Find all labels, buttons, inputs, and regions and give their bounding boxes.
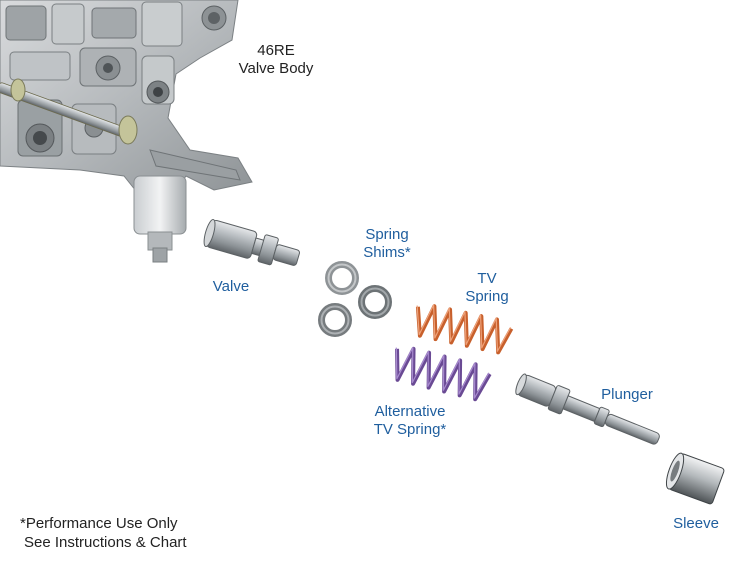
spring-shim-3-image: [318, 303, 352, 337]
spring-shim-2-image: [358, 285, 392, 319]
footnote-line2: See Instructions & Chart: [24, 534, 187, 551]
tv-spring-label-line1: TV: [477, 270, 497, 287]
spring-shim-1-image: [325, 261, 359, 295]
valve-body-label-line2: Valve Body: [238, 60, 314, 77]
tv-spring-label-line2: Spring: [465, 288, 509, 305]
spring-shims-label: Spring Shims*: [352, 226, 422, 262]
tv-spring-image: [415, 304, 514, 355]
alternative-tv-spring-label-line2: TV Spring*: [373, 421, 447, 438]
sleeve-label: Sleeve: [673, 515, 719, 532]
tv-spring-label: TV Spring: [452, 270, 522, 306]
alternative-tv-spring-image: [395, 346, 492, 402]
spring-shims-label-line1: Spring: [365, 226, 409, 243]
plunger-image: [515, 373, 660, 445]
spring-shims-label-line2: Shims*: [363, 244, 411, 261]
valve-label: Valve: [212, 278, 250, 295]
valve-image: [203, 219, 300, 266]
footnote-line1: *Performance Use Only: [20, 515, 178, 532]
alternative-tv-spring-label-line1: Alternative: [374, 403, 446, 420]
valve-body-image: [0, 0, 253, 263]
plunger-label: Plunger: [601, 386, 653, 403]
alternative-tv-spring-label: Alternative TV Spring*: [362, 403, 458, 439]
footnote: *Performance Use Only See Instructions &…: [20, 514, 187, 552]
valve-body-label-line1: 46RE: [257, 42, 295, 59]
sleeve-image: [665, 452, 725, 505]
valve-body-label: 46RE Valve Body: [226, 42, 326, 78]
